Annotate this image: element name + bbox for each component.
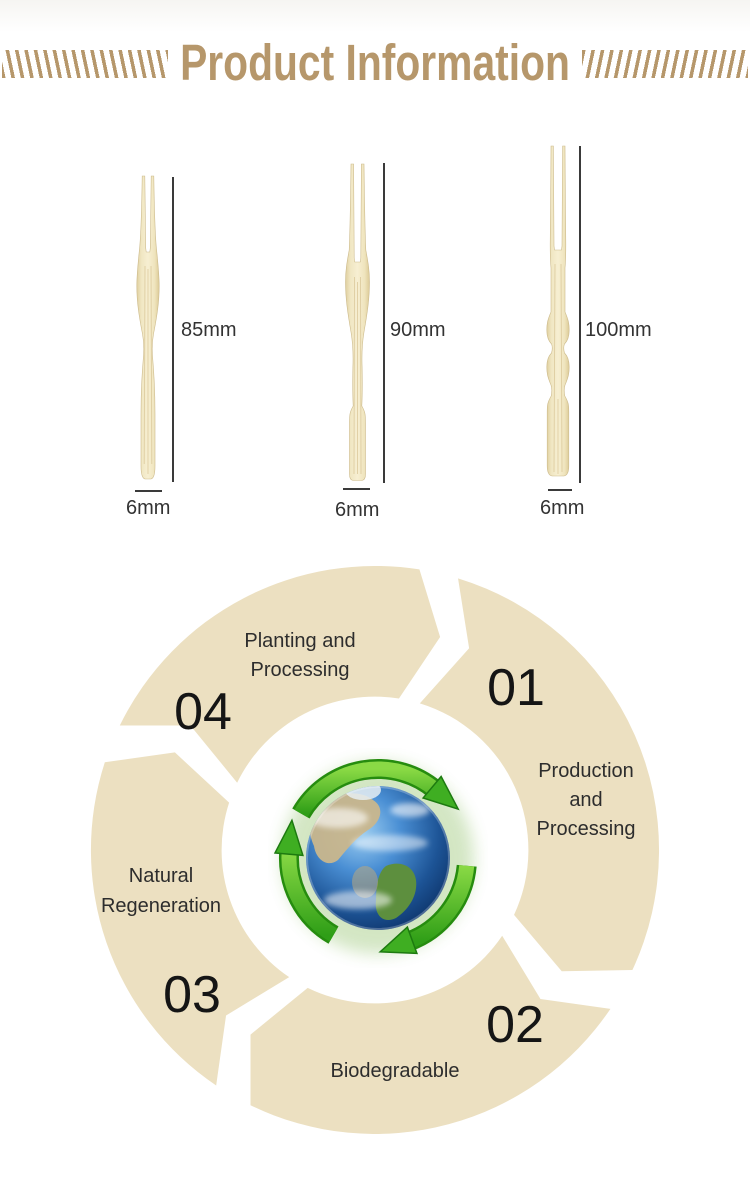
ring-segment-02 xyxy=(250,935,611,1134)
step-label-production: Production and Processing xyxy=(496,757,676,844)
width-label-fork-2: 6mm xyxy=(335,499,380,521)
fork-90mm-illustration xyxy=(345,163,370,481)
step-label-line: Processing xyxy=(536,818,636,840)
measure-line-100mm xyxy=(579,146,581,483)
step-label-line: Production xyxy=(538,760,634,782)
step-number-01: 01 xyxy=(487,659,545,717)
step-number-02: 02 xyxy=(486,996,544,1054)
fork-85mm-illustration xyxy=(136,175,160,480)
ring-segment-04 xyxy=(119,565,441,783)
step-number-04: 04 xyxy=(174,683,232,741)
step-label-line: Planting and xyxy=(244,630,356,652)
step-label-line: Regeneration xyxy=(100,895,222,917)
step-label-natural-regeneration: Natural Regeneration xyxy=(71,861,251,921)
measure-line-85mm xyxy=(172,177,174,482)
fork-100mm-illustration xyxy=(546,145,570,477)
width-label-fork-1: 6mm xyxy=(126,497,171,519)
step-label-line: Processing xyxy=(250,659,350,681)
length-label-fork-1: 85mm xyxy=(181,319,237,341)
width-label-fork-3: 6mm xyxy=(540,497,585,519)
ring-segment-03 xyxy=(90,752,290,1086)
step-label-planting: Planting and Processing xyxy=(210,627,390,685)
step-label-line: and xyxy=(569,789,603,811)
step-label-line: Natural xyxy=(128,865,194,887)
width-tick-fork-3 xyxy=(548,489,572,491)
length-label-fork-2: 90mm xyxy=(390,319,446,341)
step-label-biodegradable: Biodegradable xyxy=(295,1057,495,1086)
width-tick-fork-2 xyxy=(343,488,370,490)
measure-line-90mm xyxy=(383,163,385,483)
step-number-03: 03 xyxy=(163,966,221,1024)
lifecycle-ring xyxy=(90,565,660,1134)
page-title: Product Information xyxy=(180,34,570,91)
background-gradient xyxy=(0,0,750,36)
width-tick-fork-1 xyxy=(135,490,162,492)
right-slash-decoration-icon xyxy=(582,50,748,78)
length-label-fork-3: 100mm xyxy=(585,319,652,341)
left-slash-decoration-icon xyxy=(2,50,168,78)
ring-segment-01 xyxy=(419,578,660,972)
step-label-line: Biodegradable xyxy=(330,1060,460,1082)
earth-recycle-icon xyxy=(273,758,477,955)
